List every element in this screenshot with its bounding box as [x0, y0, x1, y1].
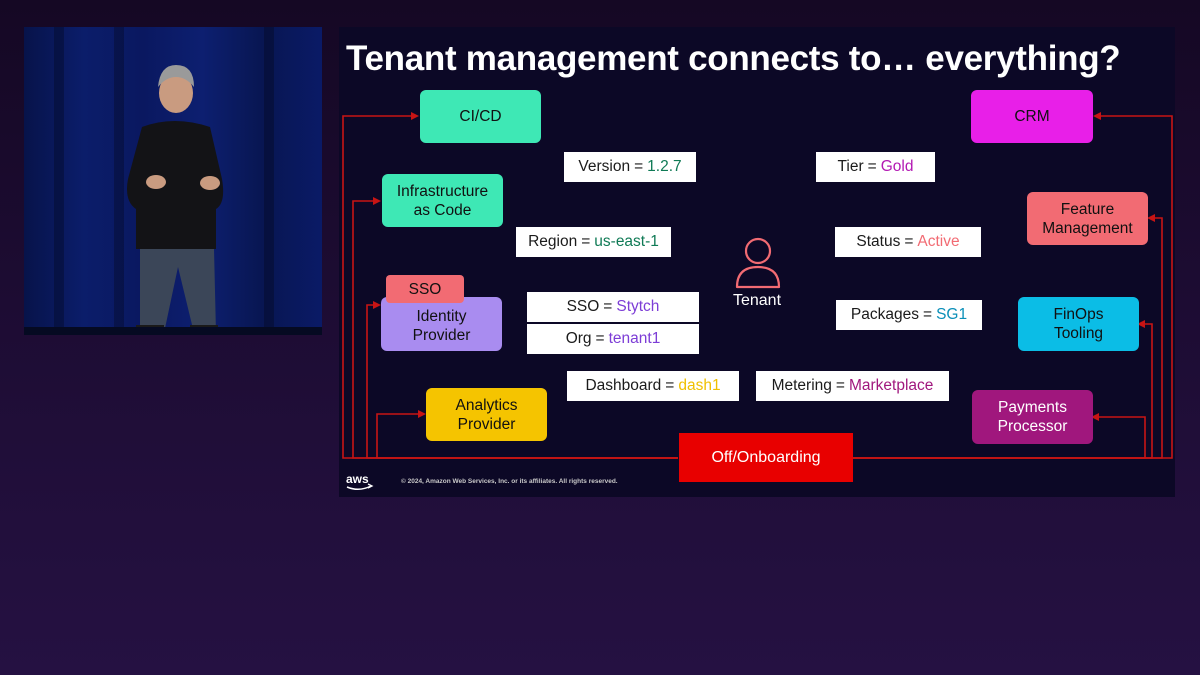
attr-equals: =: [603, 298, 613, 315]
presentation-slide: Tenant management connects to… everythin…: [339, 27, 1175, 497]
crm-box: CRM: [971, 90, 1093, 143]
presenter-figure: [127, 65, 224, 333]
infrastructure-as-code-box: Infrastructure as Code: [382, 174, 503, 227]
metering-attribute: Metering=Marketplace: [756, 371, 949, 401]
curtain-fold: [114, 27, 124, 335]
curtain-fold: [54, 27, 64, 335]
attr-key: Status: [856, 233, 901, 250]
attr-value: 1.2.7: [647, 158, 682, 175]
tenant-user-icon: [735, 237, 781, 289]
payments-processor-box: Payments Processor: [972, 390, 1093, 444]
analytics-provider-box: Analytics Provider: [426, 388, 547, 441]
speaker-video: [24, 27, 322, 335]
copyright-text: © 2024, Amazon Web Services, Inc. or its…: [401, 478, 618, 485]
attr-key: SSO: [566, 298, 600, 315]
attr-key: Dashboard: [585, 377, 662, 394]
cicd-box: CI/CD: [420, 90, 541, 143]
attr-value: tenant1: [608, 330, 661, 347]
attr-equals: =: [867, 158, 877, 175]
packages-attribute: Packages=SG1: [836, 300, 982, 330]
attr-value: Stytch: [616, 298, 660, 315]
attr-value: us-east-1: [594, 233, 659, 250]
sso-attribute: SSO=Stytch: [527, 292, 699, 322]
attr-key: Tier: [837, 158, 864, 175]
attr-equals: =: [923, 306, 933, 323]
tier-attribute: Tier=Gold: [816, 152, 935, 182]
attr-value: Gold: [880, 158, 914, 175]
attr-equals: =: [595, 330, 605, 347]
finops-tooling-box: FinOps Tooling: [1018, 297, 1139, 351]
attr-value: dash1: [678, 377, 721, 394]
attr-value: Active: [917, 233, 960, 250]
attr-equals: =: [665, 377, 675, 394]
attr-key: Version: [578, 158, 631, 175]
attr-key: Region: [528, 233, 578, 250]
status-attribute: Status=Active: [835, 227, 981, 257]
tenant-label: Tenant: [732, 292, 782, 309]
attr-key: Metering: [771, 377, 832, 394]
attr-value: Marketplace: [848, 377, 934, 394]
curtain-fold: [264, 27, 274, 335]
aws-logo: aws: [346, 472, 374, 490]
off-onboarding-box: Off/Onboarding: [679, 433, 853, 482]
identity-provider-box: Identity Provider: [381, 297, 502, 351]
attr-equals: =: [634, 158, 644, 175]
version-attribute: Version=1.2.7: [564, 152, 696, 182]
dashboard-attribute: Dashboard=dash1: [567, 371, 739, 401]
stage-floor: [24, 327, 322, 335]
region-attribute: Region=us-east-1: [516, 227, 671, 257]
sso-tag: SSO: [386, 275, 464, 303]
attr-key: Org: [565, 330, 592, 347]
attr-equals: =: [581, 233, 591, 250]
org-attribute: Org=tenant1: [527, 324, 699, 354]
slide-title: Tenant management connects to… everythin…: [346, 39, 1121, 78]
connector-lines: [342, 112, 1173, 459]
feature-management-box: Feature Management: [1027, 192, 1148, 245]
attr-key: Packages: [850, 306, 919, 323]
attr-equals: =: [904, 233, 914, 250]
svg-text:aws: aws: [346, 472, 369, 486]
attr-value: SG1: [936, 306, 968, 323]
attr-equals: =: [835, 377, 845, 394]
